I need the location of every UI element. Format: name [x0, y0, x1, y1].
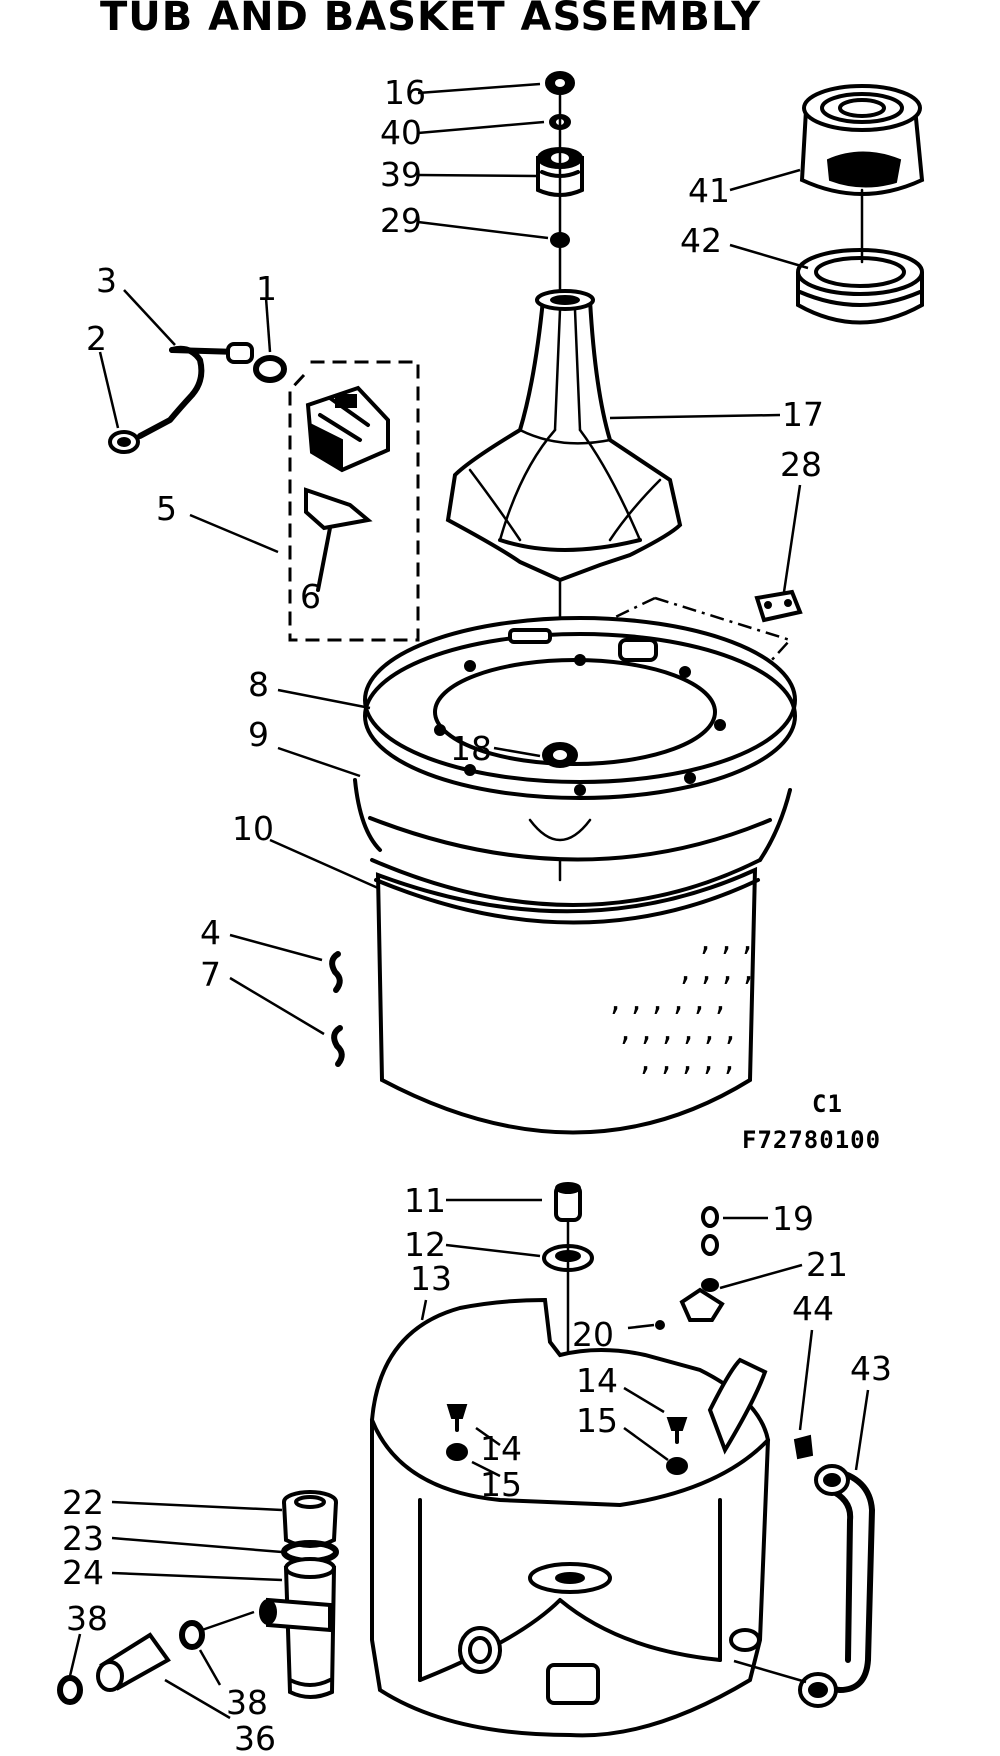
callout-8: 8	[248, 665, 269, 704]
callout-20: 20	[572, 1315, 614, 1354]
callout-16: 16	[384, 73, 426, 112]
pump-connection-line	[201, 1610, 255, 1632]
part-1-clamp	[253, 355, 287, 383]
part-19-grommet	[701, 1206, 719, 1256]
basket-perforations: , , , , , , , , , , , , , , , , , , , , …	[610, 919, 753, 1078]
callout-43: 43	[850, 1349, 892, 1388]
callout-6: 6	[300, 577, 321, 616]
callout-19: 19	[772, 1199, 814, 1238]
callout-23: 23	[62, 1519, 104, 1558]
figure-code-line-1: C1	[812, 1090, 843, 1118]
callout-5: 5	[156, 489, 177, 528]
part-8-tub-ring	[363, 616, 797, 800]
part-6-bracket	[304, 487, 373, 592]
part-10-basket: , , , , , , , , , , , , , , , , , , , , …	[370, 818, 762, 1135]
part-14-screw-right	[666, 1417, 688, 1444]
callout-44: 44	[792, 1289, 834, 1328]
part-38-clamp-right	[179, 1620, 205, 1650]
part-4-clip	[329, 951, 343, 993]
callout-14-left: 14	[480, 1429, 522, 1468]
part-28-location-line-2	[604, 596, 656, 624]
part-21-fitting	[679, 1278, 725, 1322]
part-5-pump-component	[305, 385, 390, 473]
part-5-kit-box	[288, 360, 420, 642]
callout-12: 12	[404, 1225, 446, 1264]
callout-29: 29	[380, 201, 422, 240]
callout-42: 42	[680, 221, 722, 260]
callout-10: 10	[232, 809, 274, 848]
diagram-title: TUB AND BASKET ASSEMBLY	[100, 0, 761, 40]
part-18-nut	[542, 742, 578, 768]
callout-11: 11	[404, 1181, 446, 1220]
part-13-outer-tub	[370, 1297, 771, 1738]
part-9-balance-ring	[353, 778, 792, 862]
svg-text:, , ,: , , ,	[700, 919, 752, 958]
part-16-nut	[545, 71, 575, 95]
svg-text:, , , , , ,: , , , , , ,	[610, 979, 725, 1018]
callout-7: 7	[200, 955, 221, 994]
callout-labels: 16 40 39 29 41 42 3 1 2 17 5 28 6 8 9 18…	[62, 73, 892, 1756]
callout-41: 41	[688, 171, 730, 210]
part-24-pump-body	[259, 1557, 337, 1699]
part-36-hose	[96, 1632, 171, 1692]
part-15-washer-right	[666, 1457, 688, 1475]
part-41-bearing-cap	[799, 84, 925, 196]
part-44-clamp	[793, 1434, 814, 1460]
part-15-washer-left	[446, 1443, 468, 1461]
part-2-hose-end	[108, 430, 140, 454]
part-3-hose	[137, 342, 254, 439]
figure-code-line-2: F72780100	[742, 1126, 881, 1154]
svg-text:, , , , , ,: , , , , , ,	[620, 1009, 735, 1048]
callout-14-right: 14	[576, 1361, 618, 1400]
callout-15-right: 15	[576, 1401, 618, 1440]
part-17-agitator	[445, 289, 683, 583]
svg-text:, , , , ,: , , , , ,	[640, 1039, 734, 1078]
callout-4: 4	[200, 913, 221, 952]
callout-21: 21	[806, 1245, 848, 1284]
callout-17: 17	[782, 395, 824, 434]
part-11-bushing	[554, 1182, 582, 1222]
callout-1: 1	[256, 269, 277, 308]
callout-15-left: 15	[480, 1465, 522, 1504]
callout-9: 9	[248, 715, 269, 754]
callout-24: 24	[62, 1553, 104, 1592]
leader-lines	[68, 82, 870, 1720]
callout-38-left: 38	[66, 1599, 108, 1638]
callout-3: 3	[96, 261, 117, 300]
svg-text:, , , ,: , , , ,	[680, 949, 753, 988]
callout-36: 36	[234, 1719, 276, 1756]
callout-22: 22	[62, 1483, 104, 1522]
callout-40: 40	[380, 113, 422, 152]
part-20-screw	[655, 1320, 665, 1330]
part-42-bearing-ring	[796, 248, 924, 325]
part-43-drain-hose	[798, 1464, 875, 1708]
callout-18: 18	[450, 729, 492, 768]
part-14-screw-left	[446, 1404, 468, 1432]
part-7-clip	[331, 1025, 345, 1067]
part-28-tag	[754, 589, 803, 623]
part-22-cap	[282, 1490, 338, 1548]
callout-28: 28	[780, 445, 822, 484]
part-38-clamp-left	[57, 1675, 83, 1705]
callout-39: 39	[380, 155, 422, 194]
callout-38-right: 38	[226, 1683, 268, 1722]
callout-2: 2	[86, 319, 107, 358]
callout-13: 13	[410, 1259, 452, 1298]
